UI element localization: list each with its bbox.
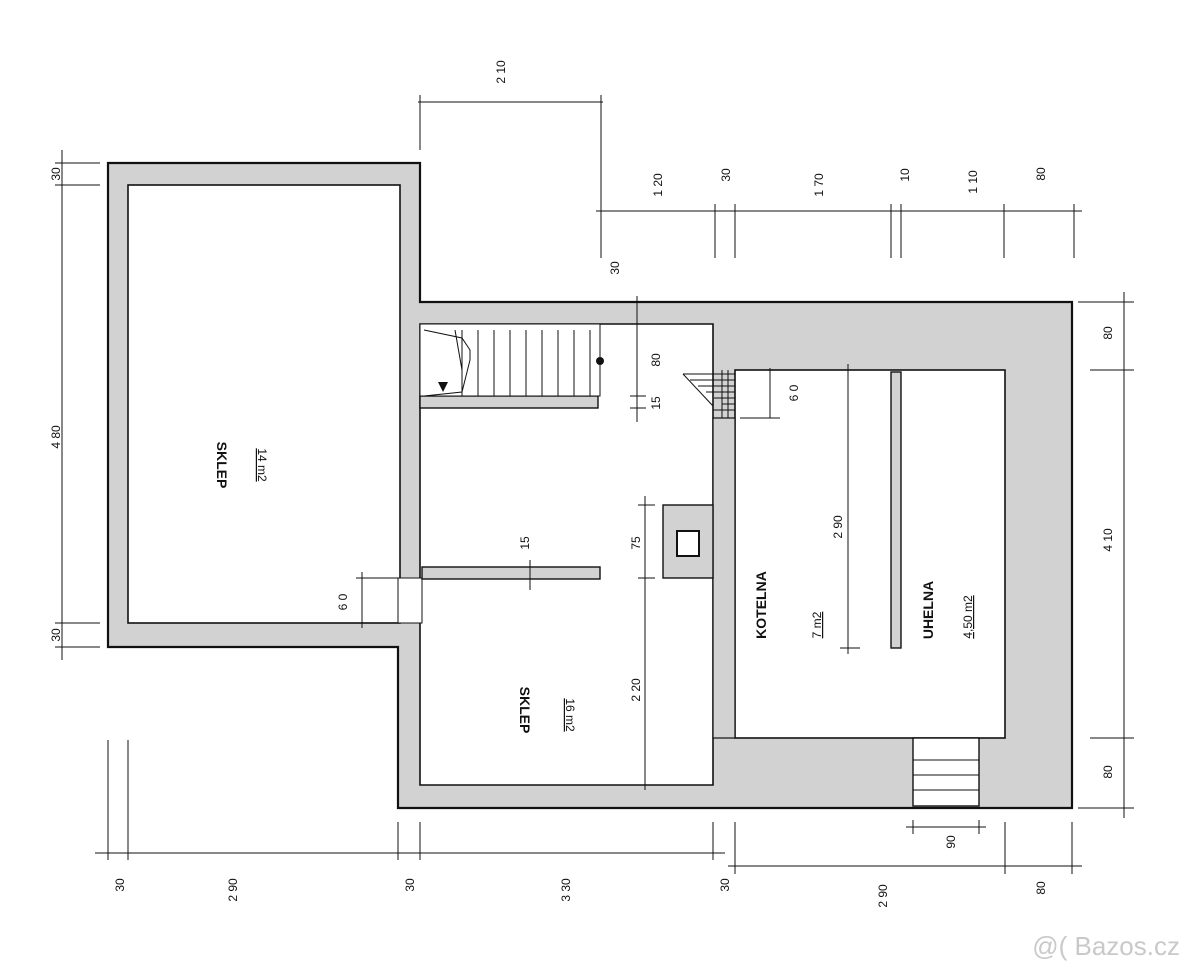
dim-right-80-top: 80 [1101,326,1115,340]
dim-top-1-70: 1 70 [812,173,826,197]
exterior-steps [912,737,980,807]
dim-bottom-30-a: 30 [113,878,127,892]
dim-stair-30: 30 [608,261,622,275]
room-name-sklep-left: SKLEP [214,442,230,489]
dim-left-30-bottom: 30 [49,628,63,642]
dim-chimney-75: 75 [629,536,643,550]
partition-wall [421,566,601,580]
dim-bottom-30-b: 30 [403,878,417,892]
dim-steps-90: 90 [944,835,958,849]
dim-top-2-10: 2 10 [494,60,508,84]
dim-bottom-2-90-a: 2 90 [226,878,240,902]
dim-top-1-10: 1 10 [966,170,980,194]
dim-bottom-2-90-b: 2 90 [876,884,890,908]
chimney-flue [676,530,700,557]
watermark: @( Bazos.cz [1032,931,1180,961]
coal-room-partition [890,371,902,649]
dim-top-80: 80 [1034,167,1048,181]
room-name-kotelna: KOTELNA [753,571,769,639]
room-area-sklep-left: 14 m2 [255,448,269,482]
dim-hall-6-0: 6 0 [787,384,801,401]
dim-left-4-80: 4 80 [49,425,63,449]
dim-bottom-3-30: 3 30 [559,878,573,902]
doorway-opening [397,577,423,624]
dim-left-30-top: 30 [49,167,63,181]
room-area-uhelna: 4,50 m2 [961,595,975,639]
stair-wall [419,395,599,409]
dim-top-1-20: 1 20 [651,173,665,197]
room-name-uhelna: UHELNA [920,581,936,639]
dim-bottom-80: 80 [1034,881,1048,895]
dim-kotelna-2-90: 2 90 [831,515,845,539]
dim-top-10: 10 [898,168,912,182]
dimension-lines [55,95,1134,874]
dim-door-6-0: 6 0 [336,593,350,610]
left-cellar-interior [127,184,401,624]
central-cellar-interior [419,323,714,786]
walls [106,161,1074,810]
dim-right-4-10: 4 10 [1101,528,1115,552]
dim-hall-2-20: 2 20 [629,678,643,702]
dim-stair-80: 80 [649,353,663,367]
room-labels: SKLEP 14 m2 SKLEP 16 m2 KOTELNA 7 m2 UHE… [214,442,975,734]
dim-top-30: 30 [719,168,733,182]
room-area-sklep-center: 16 m2 [563,698,577,732]
dim-wall-15: 15 [518,536,532,550]
boiler-wall-segment [712,417,736,739]
dimension-labels: 2 10 1 20 30 1 70 10 1 10 80 30 4 80 30 … [49,60,1115,908]
staircase [419,323,735,418]
dim-stair-15: 15 [649,396,663,410]
dim-bottom-30-c: 30 [718,878,732,892]
boiler-room-interior [734,369,1006,739]
room-name-sklep-center: SKLEP [517,687,533,734]
dim-right-80-bottom: 80 [1101,765,1115,779]
room-area-kotelna: 7 m2 [810,611,824,638]
